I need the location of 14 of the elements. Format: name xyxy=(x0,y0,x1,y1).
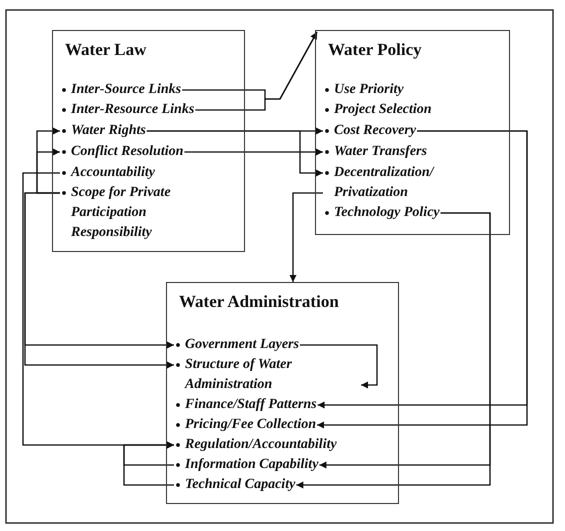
panel-heading: Water Policy xyxy=(328,39,422,61)
panel xyxy=(52,30,245,252)
arrow xyxy=(195,32,318,111)
arrow xyxy=(123,442,174,486)
arrow xyxy=(36,148,60,194)
panel xyxy=(315,30,510,235)
arrow xyxy=(290,192,323,282)
panel xyxy=(166,282,399,504)
arrow xyxy=(300,344,378,388)
panel-heading: Water Administration xyxy=(179,291,339,313)
arrow xyxy=(296,212,491,488)
arrow xyxy=(184,148,323,156)
arrow xyxy=(146,130,323,176)
panel-heading: Water Law xyxy=(65,39,146,61)
